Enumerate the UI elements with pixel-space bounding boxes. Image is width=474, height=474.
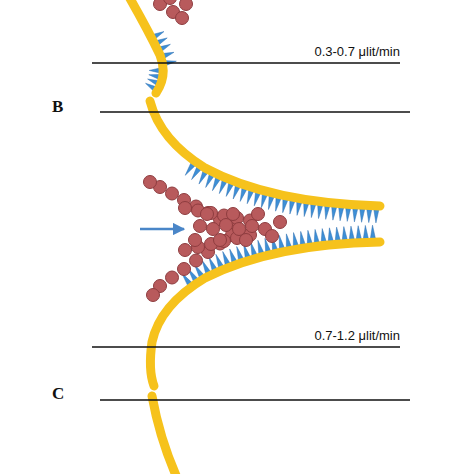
pointer-arrow — [140, 228, 184, 231]
flow-rate: 0.3-0.7 μlit/min — [314, 44, 400, 59]
lipid-head — [201, 208, 214, 221]
lipid-head — [240, 234, 253, 247]
membrane-curve — [150, 101, 380, 206]
lipid-head — [179, 244, 192, 257]
lipid-head — [176, 12, 189, 25]
lipid-head — [274, 216, 287, 229]
lipid-tails — [146, 32, 380, 289]
lipid-head — [189, 234, 202, 247]
lipid-head — [166, 187, 179, 200]
membrane-curve — [128, 0, 163, 93]
lipid-head — [266, 230, 279, 243]
lipid-head — [227, 208, 240, 221]
lipid-head — [180, 0, 193, 11]
lipid-head — [179, 202, 192, 215]
section-line — [92, 62, 400, 64]
section-line — [100, 399, 410, 401]
lipid-head — [166, 271, 179, 284]
lipid-head — [144, 176, 157, 189]
section-lines — [92, 63, 410, 400]
flow-rate: 0.7-1.2 μlit/min — [314, 328, 400, 343]
lipid-head — [178, 263, 191, 276]
lipid-head — [214, 234, 227, 247]
lipid-head — [252, 208, 265, 221]
panel-letter: C — [52, 384, 64, 404]
lipid-head — [147, 289, 160, 302]
lipid-head — [190, 254, 203, 267]
lipid-head — [194, 220, 207, 233]
section-line — [100, 111, 410, 113]
membrane-curves — [128, 0, 380, 474]
membrane-curve — [150, 242, 380, 386]
panel-letter: B — [52, 97, 63, 117]
section-line — [92, 346, 400, 348]
lipid-head — [246, 220, 259, 233]
membrane-curve — [152, 396, 178, 474]
lipid-head — [164, 0, 177, 5]
